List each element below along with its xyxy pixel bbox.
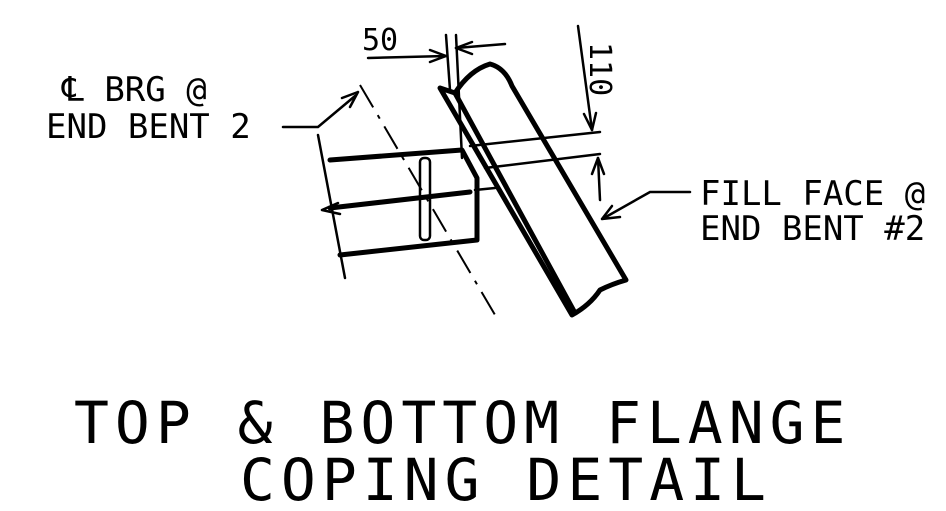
dim-50-leader-right <box>454 42 507 50</box>
end-bent-outline <box>437 61 629 318</box>
end-bent-2-label: END BENT 2 <box>46 107 251 147</box>
dim-110-ext-top <box>468 130 602 148</box>
dim-110-ext-lower <box>473 186 497 192</box>
cl-brg-arrowhead <box>340 90 360 109</box>
dim-50-arrowhead-left <box>428 48 448 64</box>
dim-110-arrowhead-bottom <box>590 156 606 176</box>
dim-50-ext-left <box>444 33 452 92</box>
dim-110-arrow-line-top <box>576 24 594 132</box>
web-arrow <box>320 201 342 216</box>
fill-face-label-line2: END BENT #2 <box>700 209 925 249</box>
dim-110-arrowhead-top <box>582 111 598 132</box>
centerline-symbol: ℄ <box>61 70 84 110</box>
cl-brg-text: BRG @ <box>84 70 207 110</box>
bearing-plate <box>418 156 432 242</box>
dim-50-ext-right <box>454 33 464 160</box>
fill-face-arrowhead <box>600 204 622 221</box>
bearing-centerline <box>359 84 499 321</box>
cl-brg-label: ℄ BRG @ <box>61 70 207 110</box>
dim-110-ext-bottom <box>483 152 602 170</box>
cl-brg-leader <box>281 94 357 129</box>
dim-50-label: 50 <box>362 23 398 58</box>
dim-110-label: 110 <box>582 42 617 96</box>
dim-50-leader-left <box>366 54 448 60</box>
girder-flange-outline <box>327 147 480 258</box>
girder-web-line <box>327 189 473 211</box>
end-bent-fill-face <box>452 90 578 316</box>
fill-face-label-line1: FILL FACE @ <box>700 174 925 214</box>
dim-50-arrowhead-right <box>454 40 474 56</box>
title-line2: COPING DETAIL <box>240 446 772 511</box>
title-line1: TOP & BOTTOM FLANGE <box>74 389 851 457</box>
fill-face-leader <box>602 190 692 220</box>
dim-110-arrow-line-bottom <box>596 156 602 202</box>
